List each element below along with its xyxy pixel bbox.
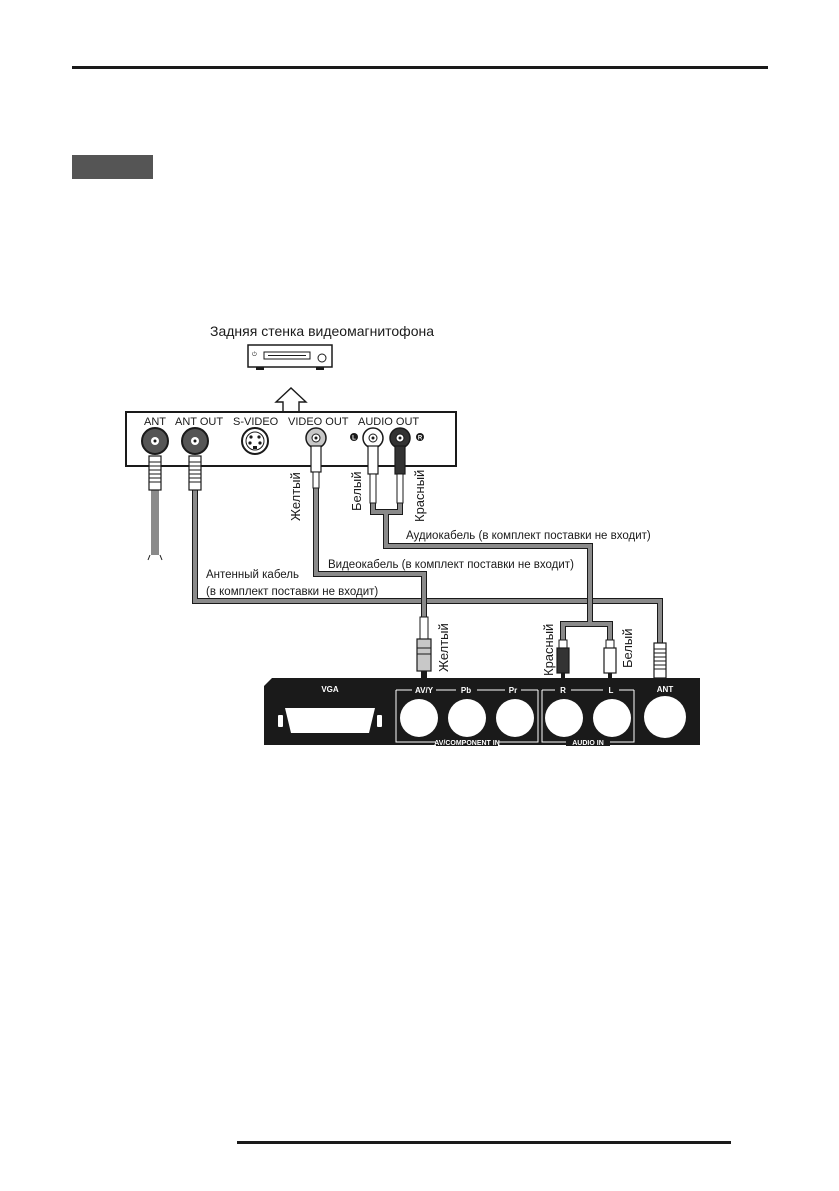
tv-label-audio-r: R [560, 686, 566, 695]
vcr-video-out-jack [305, 427, 327, 449]
tv-vga-port [285, 708, 375, 733]
vcr-audio-out-left-jack [362, 427, 384, 449]
rca-plug-audio-left-tv [603, 639, 617, 679]
antenna-feed-cable [147, 490, 163, 561]
label-antenna-cable-line2: (в комплект поставки не входит) [206, 586, 378, 598]
tv-label-pb: Pb [461, 686, 471, 695]
label-red-top: Красный [412, 470, 427, 522]
vcr-ant-jack [141, 427, 169, 455]
tv-label-av-y: AV/Y [415, 686, 434, 695]
vcr-label-video-out: VIDEO OUT [288, 416, 349, 428]
tv-ant-jack [644, 696, 686, 738]
rca-plug-audio-left-vcr [367, 445, 379, 504]
label-yellow-top: Желтый [288, 472, 303, 521]
tv-pb-jack [448, 699, 486, 737]
vcr-audio-out-right-jack [389, 427, 411, 449]
vcr-icon: ⏻ [247, 344, 333, 370]
label-antenna-cable-line1: Антенный кабель [206, 569, 299, 581]
tv-av-y-jack [400, 699, 438, 737]
label-red-bottom: Красный [541, 624, 556, 676]
vcr-caption: Задняя стенка видеомагнитофона [210, 323, 434, 339]
label-white-bottom: Белый [620, 628, 635, 668]
tv-pr-jack [496, 699, 534, 737]
label-white-top: Белый [349, 471, 364, 511]
svg-text:L: L [352, 436, 356, 442]
vcr-label-ant-out: ANT OUT [175, 416, 223, 428]
svg-text:⏻: ⏻ [252, 351, 257, 358]
header-rule [72, 66, 768, 69]
section-tab [72, 155, 153, 179]
vcr-ant-out-jack [181, 427, 209, 455]
label-yellow-bottom: Желтый [436, 623, 451, 672]
vcr-s-video-jack [241, 427, 269, 455]
up-arrow-icon [274, 387, 308, 413]
rca-plug-audio-right-tv [556, 639, 570, 679]
vcr-label-ant: ANT [144, 416, 166, 428]
rca-plug-video-tv [416, 616, 432, 678]
svg-text:R: R [418, 436, 423, 442]
vcr-label-audio-out: AUDIO OUT [358, 416, 419, 428]
tv-label-audio-l: L [609, 686, 614, 695]
audio-cable [370, 503, 613, 640]
label-video-cable: Видеокабель (в комплект поставки не вход… [328, 559, 574, 571]
antenna-plug-tv [653, 642, 667, 679]
tv-label-ant: ANT [657, 685, 674, 694]
label-audio-cable: Аудиокабель (в комплект поставки не вход… [406, 530, 651, 542]
tv-audio-l-jack [593, 699, 631, 737]
tv-label-vga: VGA [321, 685, 339, 694]
antenna-plug-vcr-ant-out [188, 455, 202, 491]
antenna-plug-vcr-ant [148, 455, 162, 491]
rca-plug-video-vcr [310, 445, 322, 489]
tv-label-av-component-in: AV/COMPONENT IN [434, 740, 500, 747]
vcr-label-s-video: S-VIDEO [233, 416, 279, 428]
vcr-audio-right-marker: R [416, 433, 424, 442]
vcr-audio-left-marker: L [350, 433, 358, 442]
tv-label-audio-in: AUDIO IN [572, 740, 604, 747]
tv-label-pr: Pr [509, 686, 517, 695]
rca-plug-audio-right-vcr [394, 445, 406, 504]
tv-audio-r-jack [545, 699, 583, 737]
footer-rule [237, 1141, 731, 1144]
